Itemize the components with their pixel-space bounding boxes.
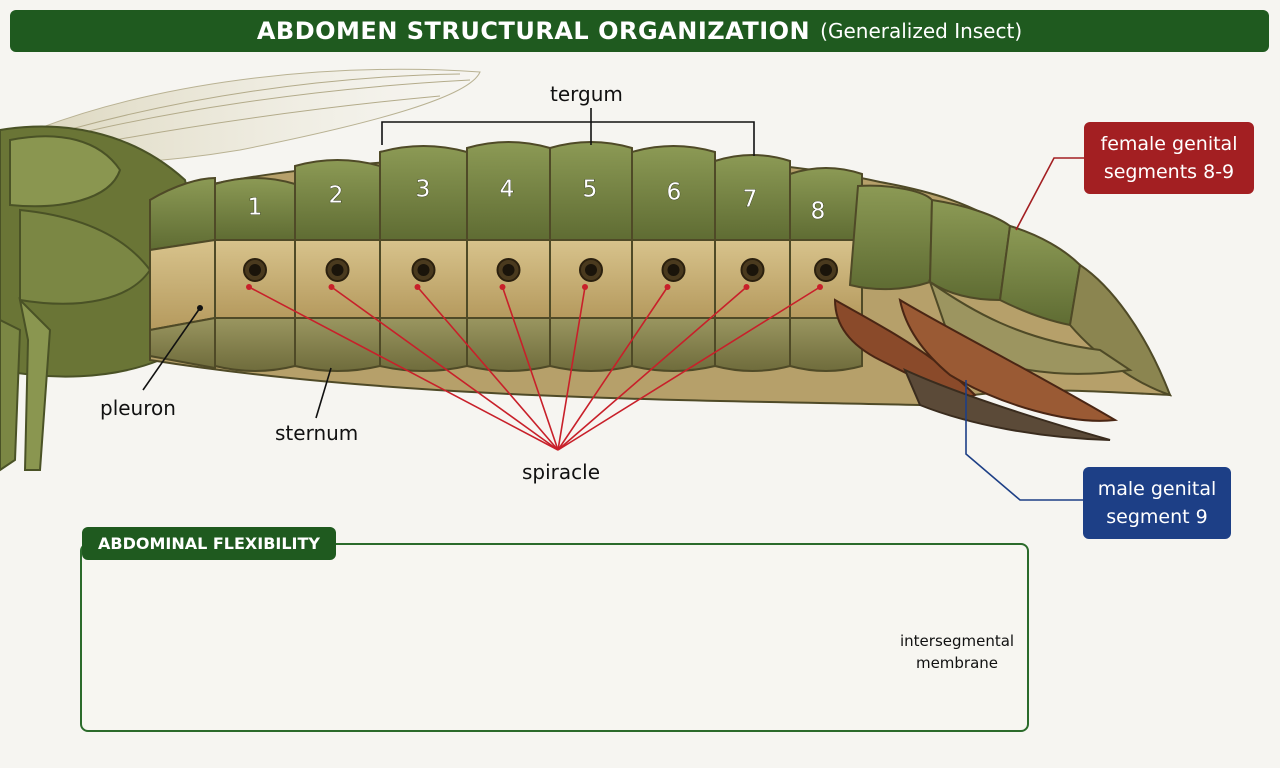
- female-genital-callout: female genital segments 8-9: [1084, 122, 1254, 194]
- male-callout-line2: segment 9: [1106, 506, 1208, 528]
- segment-number-6: 6: [667, 180, 682, 206]
- segment-number-2: 2: [329, 183, 344, 209]
- spiracle-connector-line: [248, 286, 559, 451]
- title-sub: (Generalized Insect): [820, 19, 1023, 43]
- segment-number-4: 4: [500, 177, 515, 203]
- membrane-label: intersegmental membrane: [900, 630, 1014, 674]
- segment-number-3: 3: [416, 177, 431, 203]
- female-callout-leader: [1015, 157, 1084, 231]
- spiracle-opening: [249, 264, 261, 276]
- spiracle-opening: [746, 264, 759, 276]
- segment-number-8: 8: [811, 199, 826, 225]
- spiracle-connector-line: [557, 286, 748, 451]
- leader-lines: [142, 307, 332, 419]
- sternum-plate: [214, 317, 296, 372]
- sternum-plate: [549, 317, 633, 372]
- male-callout-line1: male genital: [1097, 478, 1217, 500]
- spiracle-connector-line: [557, 286, 821, 451]
- female-callout-line2: segments 8-9: [1103, 161, 1235, 183]
- tergum-bracket: [381, 108, 755, 156]
- spiracle-opening: [417, 264, 430, 276]
- spiracle-connector-line: [557, 286, 586, 451]
- female-callout-line1: female genital: [1100, 133, 1238, 155]
- spiracle-opening: [502, 264, 515, 276]
- male-callout-leader: [965, 380, 1083, 501]
- spiracle-label: spiracle: [522, 460, 601, 484]
- flexibility-heading: ABDOMINAL FLEXIBILITY: [82, 527, 336, 560]
- membrane-label-line2: membrane: [915, 654, 999, 672]
- tergum-plate: [789, 167, 863, 241]
- spiracle-opening: [820, 264, 832, 276]
- sternum-plate: [294, 317, 381, 372]
- spiracle-connector-line: [557, 286, 669, 451]
- title-main: ABDOMEN STRUCTURAL ORGANIZATION: [256, 17, 811, 45]
- membrane-label-line1: intersegmental: [900, 632, 1015, 650]
- spiracle-connector-line: [331, 286, 559, 451]
- tergum-label: tergum: [550, 82, 623, 106]
- segment-number-1: 1: [248, 195, 263, 221]
- spiracle-connector-line: [501, 286, 559, 451]
- terminal-segments: [848, 184, 1172, 397]
- sternum-label: sternum: [275, 421, 359, 445]
- flexibility-panel: [80, 543, 1029, 732]
- genitalia: [833, 297, 1119, 441]
- sternum-plate: [466, 317, 551, 372]
- pleuron-label: pleuron: [100, 396, 176, 420]
- spiracle-connector-line: [416, 286, 559, 451]
- spiracle-opening: [667, 264, 680, 276]
- spiracle-connectors: [248, 286, 821, 451]
- pleuron-plate-0: [149, 238, 216, 332]
- thorax: [0, 125, 193, 472]
- male-genital-callout: male genital segment 9: [1083, 467, 1231, 539]
- abdominal-segments: 1234567891011: [149, 141, 1030, 372]
- spiracle-opening: [331, 264, 344, 276]
- segment-number-7: 7: [743, 187, 758, 213]
- title-banner: ABDOMEN STRUCTURAL ORGANIZATION (General…: [10, 10, 1269, 52]
- spiracle-opening: [585, 264, 597, 276]
- segment-number-5: 5: [583, 177, 598, 203]
